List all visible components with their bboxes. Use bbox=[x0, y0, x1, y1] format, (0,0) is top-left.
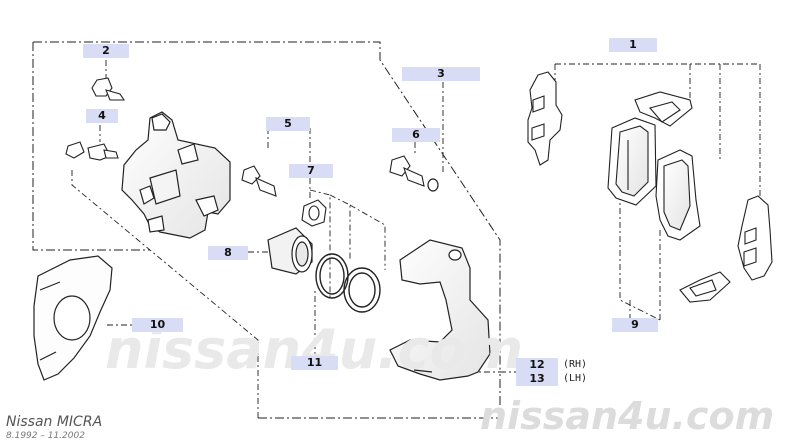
callout-9[interactable]: 9 bbox=[612, 318, 658, 332]
pad-shim-left bbox=[527, 71, 563, 166]
callout-2[interactable]: 2 bbox=[83, 44, 129, 58]
callout-8[interactable]: 8 bbox=[208, 246, 248, 260]
dust-seal bbox=[343, 267, 381, 313]
callout-10[interactable]: 10 bbox=[132, 318, 183, 332]
watermark-corner: nissan4u.com bbox=[480, 394, 775, 438]
bolt-2 bbox=[91, 77, 126, 101]
callout-3[interactable]: 3 bbox=[402, 67, 480, 81]
bolt-6 bbox=[389, 155, 425, 187]
callout-4[interactable]: 4 bbox=[86, 109, 118, 123]
caliper-body bbox=[121, 111, 231, 239]
pad-shim-right bbox=[737, 195, 773, 281]
callout-7[interactable]: 7 bbox=[289, 164, 333, 178]
brake-pad-front bbox=[607, 117, 657, 206]
washer-3 bbox=[427, 178, 439, 192]
piston bbox=[267, 227, 313, 275]
side-label-lh: (LH) bbox=[563, 373, 588, 384]
bleeder-screw bbox=[65, 141, 119, 161]
pad-clip-top bbox=[634, 91, 693, 127]
callout-1[interactable]: 1 bbox=[609, 38, 657, 52]
side-label-rh: (RH) bbox=[563, 359, 588, 370]
callout-5[interactable]: 5 bbox=[266, 117, 310, 131]
callout-11[interactable]: 11 bbox=[291, 356, 338, 370]
baffle-plate bbox=[33, 255, 113, 381]
callout-6[interactable]: 6 bbox=[392, 128, 440, 142]
pad-clip-bottom bbox=[679, 271, 731, 303]
guide-pin bbox=[241, 165, 277, 197]
pin-boot bbox=[301, 199, 327, 227]
piston-seal bbox=[315, 253, 349, 299]
callout-13[interactable]: 13 bbox=[516, 372, 558, 386]
frame-main bbox=[32, 41, 501, 419]
brake-pad-rear bbox=[655, 149, 701, 241]
brand-period: 8.1992 – 11.2002 bbox=[6, 431, 85, 441]
torque-member bbox=[389, 239, 491, 381]
callout-12[interactable]: 12 bbox=[516, 358, 558, 372]
brand-model: Nissan MICRA bbox=[6, 414, 103, 430]
